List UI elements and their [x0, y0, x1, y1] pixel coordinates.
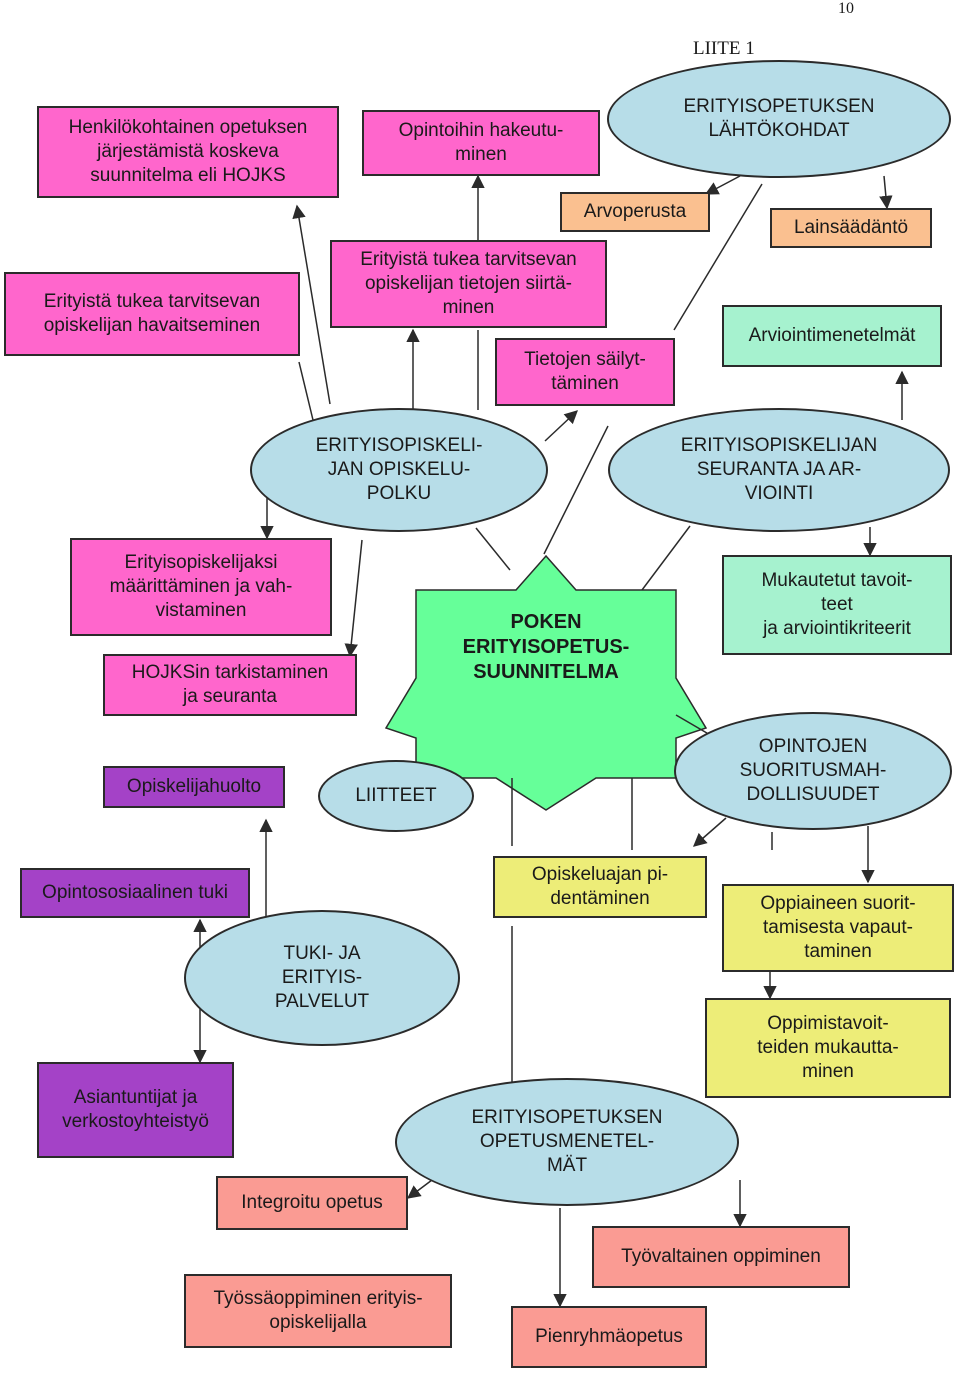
box-integroitu: Integroitu opetus: [216, 1176, 408, 1230]
edge-polku-star: [475, 527, 511, 571]
box-tarkistaminen: HOJKSin tarkistaminen ja seuranta: [103, 654, 357, 716]
edge-suoritus-pidentaminen: [692, 817, 727, 847]
edge-polku-sailyttaminen: [544, 410, 578, 442]
edge-seuranta-star-b: [641, 525, 691, 591]
box-mukautetut: Mukautetut tavoit- teet ja arviointikrit…: [722, 555, 952, 655]
page-number: 10: [838, 0, 854, 17]
center-star-label: POKEN ERITYISOPETUS- SUUNNITELMA: [462, 611, 630, 683]
box-siirtaminen: Erityistä tukea tarvitsevan opiskelijan …: [330, 240, 607, 328]
box-pidentaminen: Opiskeluajan pi- dentäminen: [493, 856, 707, 918]
edge-polku-tarkistaminen: [344, 539, 363, 658]
box-maarittaminen: Erityisopiskelijaksi määrittäminen ja va…: [70, 538, 332, 636]
box-asiantuntijat: Asiantuntijat ja verkostoyhteistyö: [37, 1062, 234, 1158]
edge-lahtokohdat-arvoperusta: [704, 175, 741, 195]
ellipse-opiskelupolku: ERITYISOPISKELI- JAN OPISKELU- POLKU: [250, 408, 548, 532]
ellipse-tukipalvelut: TUKI- JA ERITYIS- PALVELUT: [184, 910, 460, 1046]
box-tyossaoppiminen: Työssäoppiminen erityis- opiskelijalla: [184, 1274, 452, 1348]
edge-lahtokohdat-star: [673, 183, 763, 331]
box-arvoperusta: Arvoperusta: [560, 192, 710, 232]
box-lainsaadanto: Lainsäädäntö: [770, 208, 932, 248]
edge-seuranta-star-a: [543, 425, 609, 555]
box-pienryhma: Pienryhmäopetus: [511, 1306, 707, 1368]
center-star-shape: [384, 554, 708, 811]
box-vapauttaminen: Oppiaineen suorit- tamisesta vapaut- tam…: [722, 884, 954, 972]
ellipse-suoritusmahdollisuudet: OPINTOJEN SUORITUSMAH- DOLLISUUDET: [674, 712, 952, 830]
ellipse-lahtokohdat: ERITYISOPETUKSEN LÄHTÖKOHDAT: [607, 60, 951, 178]
box-havaitseminen: Erityistä tukea tarvitsevan opiskelijan …: [4, 272, 300, 356]
ellipse-liitteet: LIITTEET: [318, 760, 474, 832]
box-hojks: Henkilökohtainen opetuksen järjestämistä…: [37, 106, 339, 198]
box-sailyttaminen: Tietojen säilyt- täminen: [495, 338, 675, 406]
box-mukauttaminen: Oppimistavoit- teiden mukautta- minen: [705, 998, 951, 1098]
box-opintososiaalinen: Opintososiaalinen tuki: [20, 868, 250, 918]
ellipse-opetusmenetelmat: ERITYISOPETUKSEN OPETUSMENETEL- MÄT: [395, 1078, 739, 1206]
edge-lahtokohdat-lainsaadanto: [879, 175, 893, 210]
edge-polku-havaitseminen: [298, 361, 314, 421]
box-arviointimenetelmat: Arviointimenetelmät: [722, 305, 942, 367]
box-opiskelijahuolto: Opiskelijahuolto: [103, 766, 285, 808]
edge-polku-hojks: [292, 204, 331, 405]
ellipse-seuranta: ERITYISOPISKELIJAN SEURANTA JA AR- VIOIN…: [608, 408, 950, 532]
box-tyovaltainen: Työvaltainen oppiminen: [592, 1226, 850, 1288]
box-hakeutuminen: Opintoihin hakeutu- minen: [362, 110, 600, 176]
appendix-label: LIITE 1: [693, 38, 755, 59]
